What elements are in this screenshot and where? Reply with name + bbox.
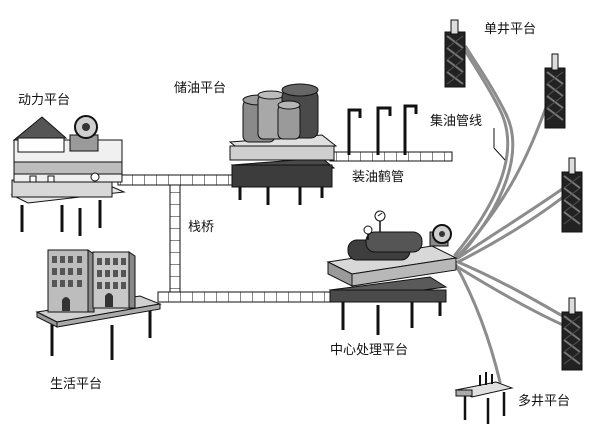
pipeline-to-well-4b (454, 264, 565, 327)
pipeline-to-multiwell (454, 263, 502, 384)
label-central-platform: 中心处理平台 (330, 343, 408, 358)
label-single-well-platform: 单井平台 (484, 22, 536, 37)
storage-platform (228, 83, 338, 205)
gauge-1 (363, 225, 373, 235)
central-platform (326, 210, 458, 335)
label-power-platform: 动力平台 (18, 93, 70, 108)
labels: 动力平台 储油平台 装油鹤管 栈桥 生活平台 中心处理平台 单井平台 集油管线 … (18, 22, 570, 409)
pipeline-to-well-1 (453, 43, 510, 257)
label-multi-well-platform: 多井平台 (518, 393, 570, 409)
single-well-2 (544, 53, 566, 129)
pipeline-to-well-4 (456, 260, 568, 320)
label-trestle: 栈桥 (188, 220, 214, 235)
multi-well-platform (454, 372, 514, 424)
label-storage-platform: 储油平台 (174, 81, 226, 96)
trestle-living-to-central (157, 291, 331, 303)
gauge-2 (374, 210, 386, 222)
label-gathering-pipeline: 集油管线 (430, 113, 482, 129)
label-living-platform: 生活平台 (50, 377, 102, 392)
power-platform (10, 115, 126, 236)
gathering-pipelines (453, 43, 574, 384)
loading-arms (347, 104, 418, 155)
label-loading-arm: 装油鹤管 (352, 169, 404, 185)
pipeline-to-well-3 (456, 183, 570, 260)
living-platform (35, 249, 162, 360)
trestle-vertical (169, 184, 181, 301)
trestle-power-to-storage (117, 174, 233, 186)
single-well-platforms (444, 19, 583, 371)
single-well-3 (561, 157, 583, 233)
living-building-1 (47, 249, 95, 313)
living-building-2 (92, 251, 136, 309)
separator-2 (365, 231, 423, 253)
single-well-1 (444, 19, 466, 88)
single-well-4 (561, 297, 583, 371)
storage-tank-4 (277, 104, 301, 140)
